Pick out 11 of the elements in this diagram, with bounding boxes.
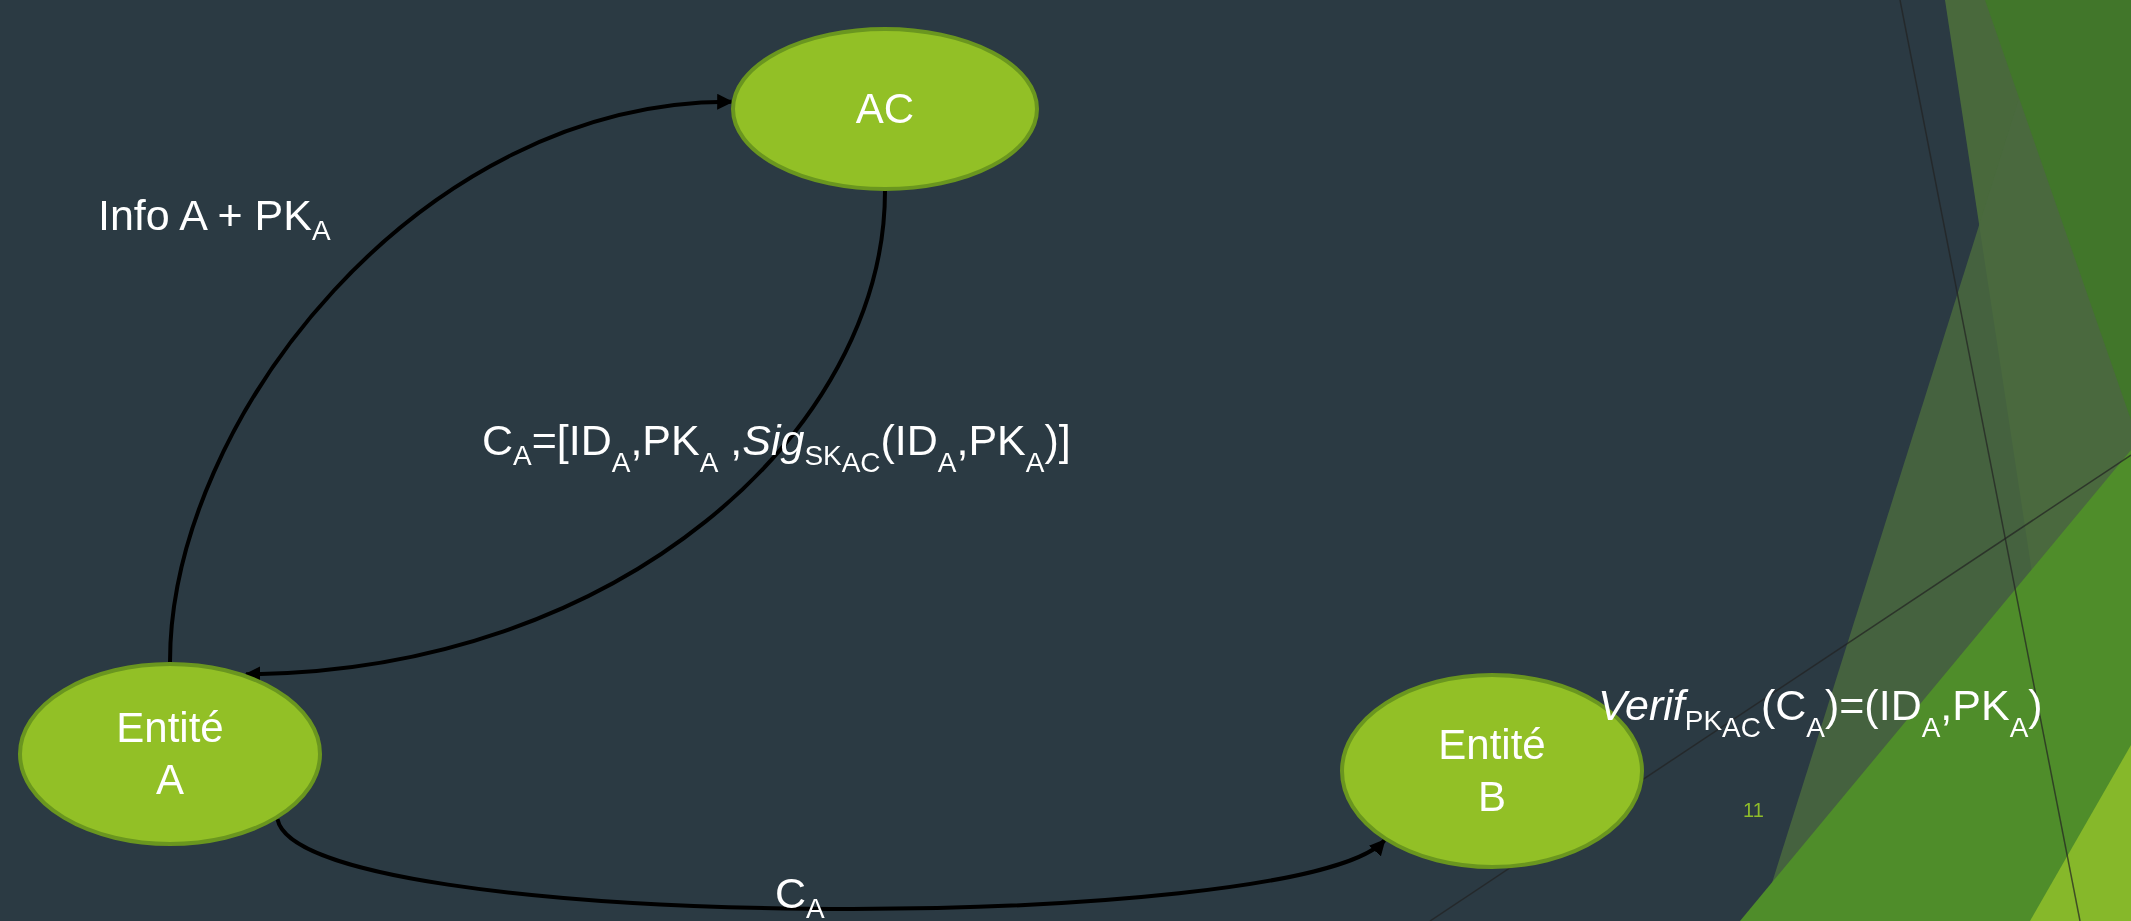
node-label: Entité A (115, 702, 225, 805)
curved-arrow (276, 817, 1386, 911)
curved-arrow (168, 95, 734, 663)
slide-number: 11 (1743, 798, 1764, 822)
curved-arrow (244, 190, 887, 682)
node-label: Entité B (1437, 719, 1547, 822)
edge-label: C$_{A}$=[ID$_{A}$,PK$_{A}$ ,Sig$_{SK}$$_{AC}$(ID$_{A}$,PK$_{A}$)] (482, 415, 1071, 480)
formula-label: Verif$_{PK}$$_{AC}$(C$_{A}$)=(ID$_{A}$,PK$_{A}$) (1598, 680, 2043, 745)
edge-label: C$_{A}$ (775, 868, 825, 921)
edge-label: Info A + PK$_{A}$ (98, 190, 331, 248)
node-label: AC (854, 83, 916, 134)
